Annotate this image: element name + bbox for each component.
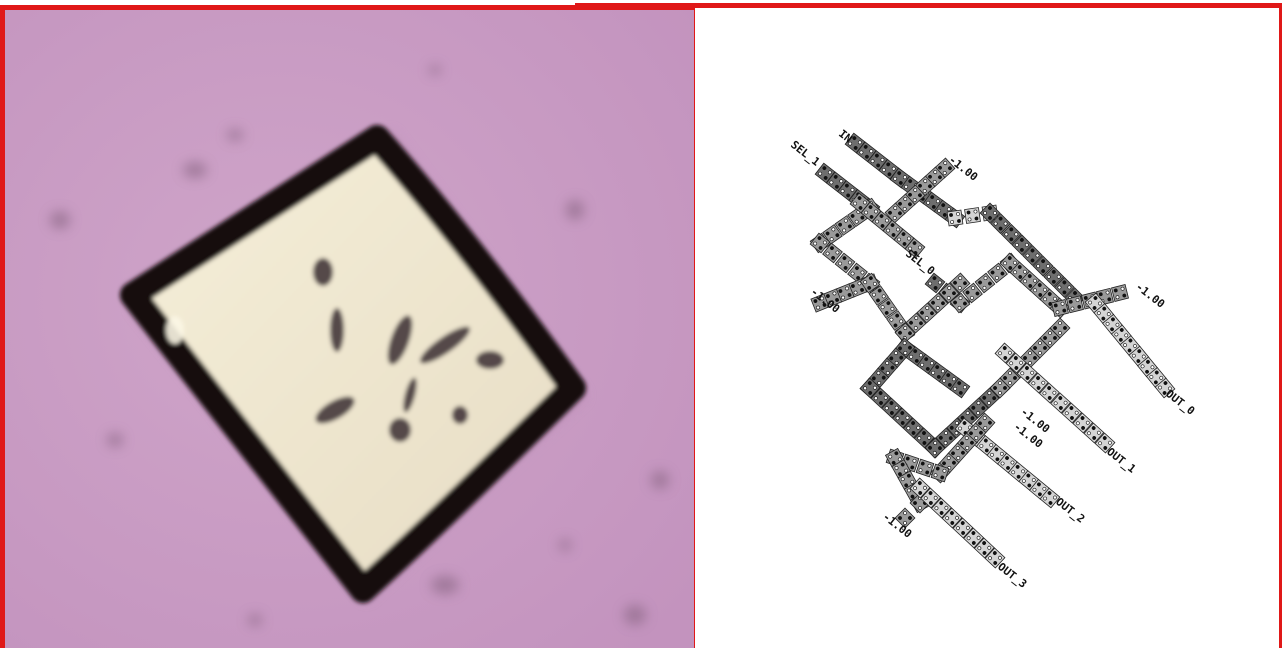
wire-out3-cell xyxy=(930,497,952,519)
label-sel-1: SEL_1 xyxy=(788,138,822,169)
wire-low-d-cell xyxy=(894,507,916,529)
cross-top-cell xyxy=(894,193,916,215)
wire-mid-c-cell xyxy=(902,417,924,439)
wire-top-diag-cell xyxy=(1032,255,1054,277)
wire-a-cell xyxy=(868,285,890,306)
wire-mid-d-cell xyxy=(967,397,989,419)
wire-left-b-cell xyxy=(822,242,843,264)
wire-mid-a-cell xyxy=(927,361,949,383)
wire-mid-d-cell xyxy=(935,427,957,449)
crystal-photo-panel xyxy=(0,5,697,648)
wire-sel1-cell xyxy=(814,162,836,184)
wire-sel1-cell xyxy=(837,180,858,201)
label-out-1: OUT_1 xyxy=(1104,445,1138,476)
wire-out1-cell xyxy=(1038,382,1060,404)
wire-mid-e-cell xyxy=(1049,317,1071,339)
qca-circuit-diagram: IN SEL_1 -1.00 SEL_0 -1.00 -1.00 OUT_0 -… xyxy=(788,127,1197,591)
wire-b-cell xyxy=(927,292,949,314)
label-out-0: OUT_0 xyxy=(1163,387,1197,418)
wire-out3-cell xyxy=(984,547,1006,569)
circuit-panel: IN SEL_1 -1.00 SEL_0 -1.00 -1.00 OUT_0 -… xyxy=(695,5,1282,648)
frame-top-border xyxy=(575,3,1282,6)
wire-a-cell xyxy=(877,297,898,319)
wire-mid-d-cell xyxy=(924,437,946,459)
wire-in-cell xyxy=(844,132,866,154)
wire-mid-c-cell xyxy=(913,427,935,449)
wire-center-a-cell xyxy=(904,237,926,259)
wire-out3-cell xyxy=(973,537,995,559)
wire-right-a-cell xyxy=(1066,295,1084,314)
wire-out1-cell xyxy=(994,342,1016,364)
wire-sel0-up-cell xyxy=(949,292,971,314)
wire-right-a-cell xyxy=(1051,299,1069,317)
wire-out3-cell xyxy=(941,507,963,529)
wire-top-h-cell xyxy=(964,207,981,224)
wire-mid-c-cell xyxy=(881,397,903,419)
wire-a-cell xyxy=(859,272,881,294)
wire-b-cell xyxy=(938,282,960,304)
wire-out0-cell xyxy=(1154,377,1176,399)
wire-out3-cell xyxy=(909,477,931,499)
wire-b-cell xyxy=(894,322,916,344)
wire-top-diag-cell xyxy=(1000,223,1022,245)
crystal-photo xyxy=(5,10,694,648)
wire-b-cell xyxy=(949,272,971,294)
wire-out1-cell xyxy=(1050,392,1072,414)
wire-out3-cell xyxy=(952,517,974,539)
wire-sel0-up-cell xyxy=(987,262,1008,284)
wire-low-b-cell xyxy=(930,463,950,483)
wire-left-b-cell xyxy=(809,232,831,254)
cross-top-cell xyxy=(884,202,906,224)
wire-left-b-cell xyxy=(834,252,856,274)
wire-b-cell xyxy=(916,302,938,324)
wire-b-cell xyxy=(905,312,927,334)
wire-right-a-cell xyxy=(1111,284,1129,302)
wire-top-h-cell xyxy=(946,209,964,227)
wire-out1-cell xyxy=(1083,422,1105,444)
wire-out1-cell xyxy=(1094,432,1116,454)
wire-out1-cell xyxy=(1027,372,1049,394)
wire-low-b-cell xyxy=(915,458,935,478)
wire-out2-cell xyxy=(1039,487,1061,509)
wire-left-c-cell xyxy=(810,293,830,313)
wire-out1-cell xyxy=(1061,402,1083,424)
wire-top-diag-cell xyxy=(1053,276,1075,298)
wire-sel0-up-cell xyxy=(974,272,996,294)
wire-mid-d-cell xyxy=(978,387,1000,409)
qca-cell-grid xyxy=(809,132,1176,569)
crystal-shape xyxy=(120,125,586,603)
wire-out1-cell xyxy=(1005,352,1027,374)
wire-top-diag-cell xyxy=(979,202,1001,224)
wire-top-diag-cell xyxy=(1022,245,1043,266)
wire-top-diag-cell xyxy=(1043,266,1065,288)
label-value-right: -1.00 xyxy=(1133,280,1167,311)
wire-top-diag-cell xyxy=(990,213,1012,235)
wire-mid-c-cell xyxy=(859,377,881,399)
wire-sel0-up-cell xyxy=(962,282,983,304)
wire-out1-cell xyxy=(1072,412,1094,434)
wire-a-cell xyxy=(885,310,907,331)
wire-left-a-cell xyxy=(834,215,856,236)
wire-left-b-cell xyxy=(847,262,868,284)
wire-sel0-cell xyxy=(924,272,946,294)
wire-mid-a-cell xyxy=(949,377,971,399)
background-specks xyxy=(50,65,669,626)
label-out-2: OUT_2 xyxy=(1053,495,1087,526)
wire-left-c-cell xyxy=(822,288,843,308)
label-out-3: OUT_3 xyxy=(995,560,1029,591)
wire-out1-cell xyxy=(1016,362,1038,384)
wire-mid-c-cell xyxy=(892,407,913,429)
wire-mid-c-cell xyxy=(870,387,892,409)
wire-out3-cell xyxy=(963,527,985,549)
wire-out3-cell xyxy=(920,487,942,509)
wire-left-a-cell xyxy=(822,223,843,245)
label-in: IN xyxy=(836,127,854,145)
wire-top-diag-cell xyxy=(1011,234,1033,256)
